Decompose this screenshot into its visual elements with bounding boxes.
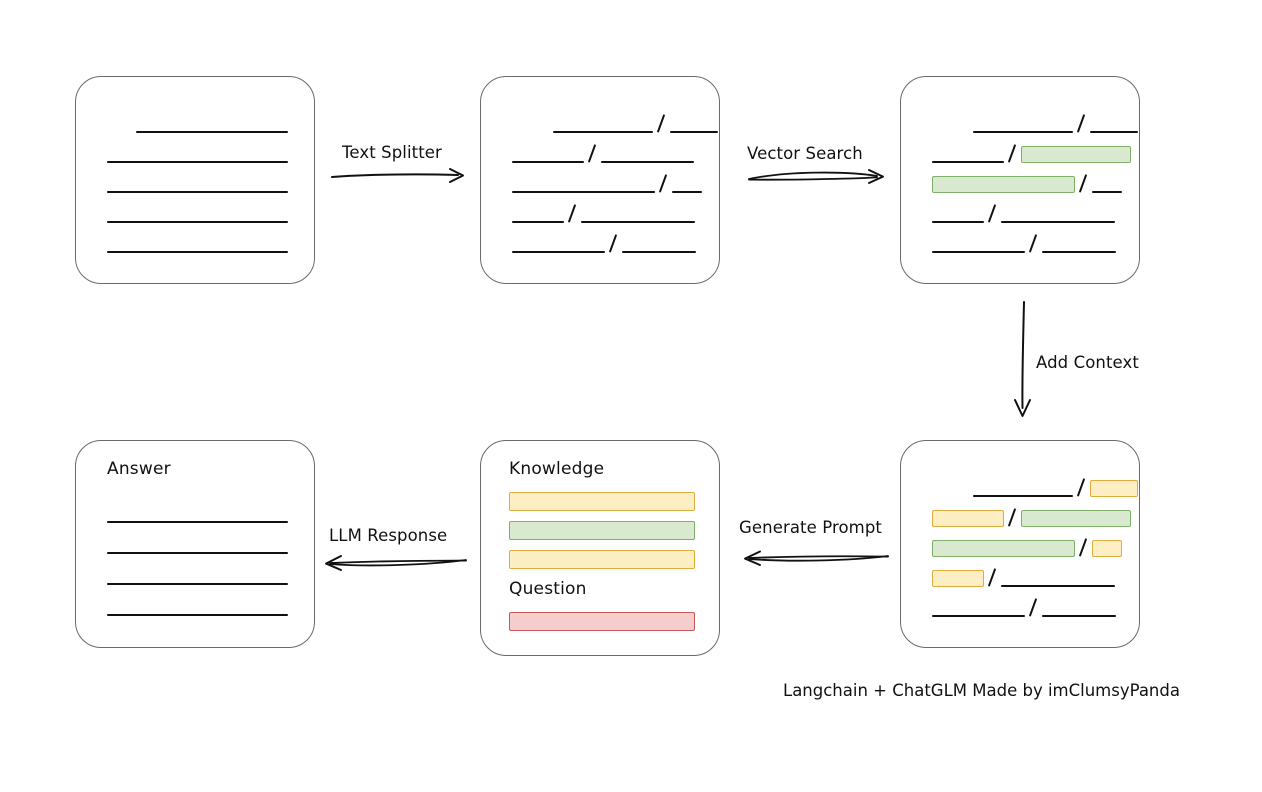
text-line xyxy=(1090,131,1138,133)
chunk-separator-slash xyxy=(656,114,666,133)
text-line xyxy=(107,221,288,223)
prompt-bar-yellow xyxy=(509,550,695,569)
highlight-chip-yellow xyxy=(932,510,1004,527)
knowledge-label: Knowledge xyxy=(509,459,605,479)
text-line xyxy=(107,552,288,554)
edge-arrow-generate-prompt xyxy=(744,550,889,566)
rows-source-document xyxy=(107,113,297,263)
text-line xyxy=(107,191,288,193)
text-line xyxy=(672,191,702,193)
chunk-separator-slash xyxy=(1007,508,1017,527)
text-line xyxy=(512,161,584,163)
text-line xyxy=(932,221,984,223)
text-line xyxy=(932,161,1004,163)
text-line xyxy=(973,131,1073,133)
chunk-separator-slash xyxy=(608,234,618,253)
chunk-separator-slash xyxy=(587,144,597,163)
edge-label-vector-search: Vector Search xyxy=(747,144,863,163)
node-context-added-chunks xyxy=(900,440,1140,648)
prompt-bar-green xyxy=(509,521,695,540)
edge-label-llm-response: LLM Response xyxy=(329,526,448,545)
chunk-separator-slash xyxy=(1078,174,1088,193)
node-answer: Answer xyxy=(75,440,315,648)
highlight-chip-green xyxy=(1021,510,1131,527)
text-line xyxy=(107,251,288,253)
rows-answer xyxy=(107,503,297,629)
text-line xyxy=(107,161,288,163)
answer-title: Answer xyxy=(107,459,171,479)
text-line xyxy=(932,251,1025,253)
chunk-separator-slash xyxy=(1007,144,1017,163)
text-line xyxy=(973,495,1073,497)
chunk-separator-slash xyxy=(1076,114,1086,133)
text-line xyxy=(136,131,288,133)
text-line xyxy=(581,221,695,223)
chunk-separator-slash xyxy=(658,174,668,193)
rows-vector-matched-chunks xyxy=(932,113,1138,263)
text-line xyxy=(1001,221,1115,223)
chunk-separator-slash xyxy=(987,204,997,223)
edge-arrow-vector-search xyxy=(748,169,884,184)
text-line xyxy=(512,251,605,253)
chunk-separator-slash xyxy=(1028,234,1038,253)
text-line xyxy=(1042,615,1116,617)
highlight-chip-green xyxy=(1021,146,1131,163)
text-line xyxy=(1042,251,1116,253)
highlight-chip-yellow xyxy=(1090,480,1138,497)
chunk-separator-slash xyxy=(1078,538,1088,557)
text-line xyxy=(622,251,696,253)
knowledge-bars xyxy=(509,492,695,569)
rows-split-chunks xyxy=(512,113,718,263)
chunk-separator-slash xyxy=(567,204,577,223)
text-line xyxy=(512,191,655,193)
text-line xyxy=(601,161,694,163)
text-line xyxy=(553,131,653,133)
text-line xyxy=(932,615,1025,617)
question-bars xyxy=(509,612,695,638)
footer-caption: Langchain + ChatGLM Made by imClumsyPand… xyxy=(783,681,1180,700)
chunk-separator-slash xyxy=(1028,598,1038,617)
question-label: Question xyxy=(509,579,587,599)
edge-label-generate-prompt: Generate Prompt xyxy=(739,518,882,537)
node-split-chunks xyxy=(480,76,720,284)
node-vector-matched-chunks xyxy=(900,76,1140,284)
text-line xyxy=(107,583,288,585)
prompt-bar-red xyxy=(509,612,695,631)
text-line xyxy=(107,521,288,523)
edge-label-text-splitter: Text Splitter xyxy=(342,143,442,162)
edge-label-add-context: Add Context xyxy=(1036,353,1139,372)
highlight-chip-green xyxy=(932,540,1075,557)
text-line xyxy=(670,131,718,133)
text-line xyxy=(512,221,564,223)
chunk-separator-slash xyxy=(1076,478,1086,497)
text-line xyxy=(107,614,288,616)
rows-context-added-chunks xyxy=(932,477,1138,627)
text-line xyxy=(1001,585,1115,587)
edge-arrow-llm-response xyxy=(325,555,467,571)
node-prompt: Knowledge Question xyxy=(480,440,720,656)
highlight-chip-yellow xyxy=(932,570,984,587)
edge-arrow-add-context xyxy=(1014,301,1031,417)
chunk-separator-slash xyxy=(987,568,997,587)
text-line xyxy=(1092,191,1122,193)
node-source-document xyxy=(75,76,315,284)
edge-arrow-text-splitter xyxy=(331,168,464,183)
prompt-bar-yellow xyxy=(509,492,695,511)
highlight-chip-green xyxy=(932,176,1075,193)
highlight-chip-yellow xyxy=(1092,540,1122,557)
